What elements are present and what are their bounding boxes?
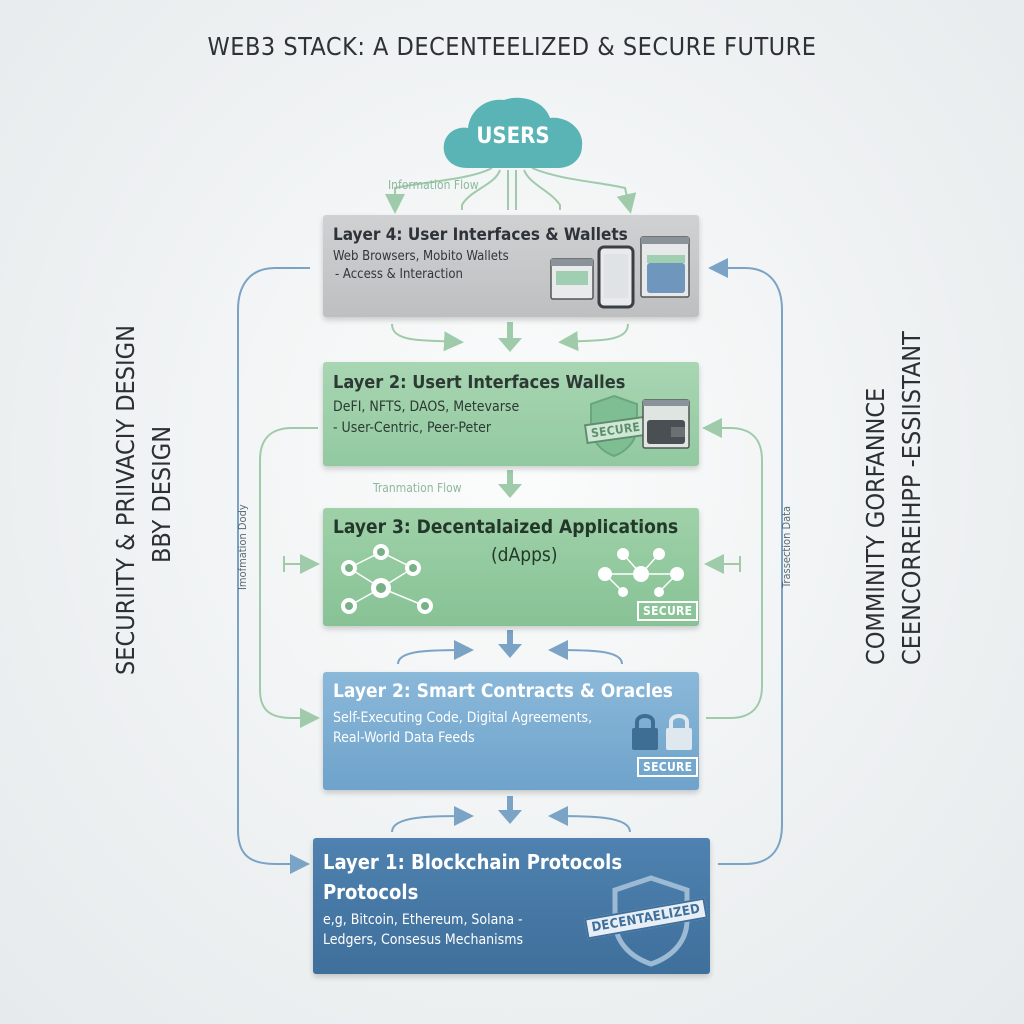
left-side-line1: SECURIITY & PRIIVACIY DESIGN <box>111 325 140 675</box>
layer-3-box: Layer 3: Decentalaized Applications (dAp… <box>323 508 699 626</box>
layer-2-interfaces-box: Layer 2: Usert Interfaces Walles DeFI, N… <box>323 362 699 466</box>
layer-2b-desc-2: Real-World Data Feeds <box>333 730 475 746</box>
browser-phone-wallet-icon <box>550 236 690 309</box>
right-side-text: COMMINITY GORFANNCE CEENCORREIHPP -ESSII… <box>858 331 930 665</box>
layer-4-title: Layer 4: User Interfaces & Wallets <box>333 225 628 245</box>
layer-2b-title: Layer 2: Smart Contracts & Oracles <box>333 680 673 702</box>
information-flow-label: Information Flow <box>388 178 479 192</box>
layer-1-box: Layer 1: Blockchain Protocols Protocols … <box>313 838 710 974</box>
dapp-network-left-icon <box>341 544 433 614</box>
layer-2a-desc-2: - User-Centric, Peer-Peter <box>333 420 492 436</box>
layer-1-desc-2: Ledgers, Consesus Mechanisms <box>323 932 524 948</box>
inner-loops <box>259 418 763 728</box>
layer-2b-secure-badge: SECURE <box>637 757 699 777</box>
diagram-title: WEB3 STACK: A DECENTEELIZED & SECURE FUT… <box>207 32 817 61</box>
layer-1-title-line1: Layer 1: Blockchain Protocols <box>323 850 623 874</box>
wallet-icon <box>642 399 690 449</box>
layer-2-smart-contracts-box: Layer 2: Smart Contracts & Oracles Self-… <box>323 672 699 790</box>
right-side-line2: CEENCORREIHPP -ESSIISTANT <box>897 331 926 665</box>
left-side-line2: BBY DESIGN <box>147 425 176 563</box>
layer-3-title-line1: Layer 3: Decentalaized Applications <box>333 516 679 538</box>
padlock-icons <box>632 714 692 750</box>
down-arrows-blue <box>498 630 522 824</box>
outer-loops <box>237 258 783 874</box>
right-side-line1: COMMINITY GORFANNCE <box>861 387 890 665</box>
left-side-text: SECURIITY & PRIIVACIY DESIGN BBY DESIGN <box>108 325 180 675</box>
users-label: USERS <box>476 124 550 149</box>
layer-3-secure-badge: SECURE <box>637 601 699 621</box>
dapp-network-right-icon <box>598 548 684 597</box>
layer-2b-desc-1: Self-Executing Code, Digital Agreements, <box>333 710 593 726</box>
right-flow-label: Trassection Data <box>780 505 793 588</box>
layer-2a-desc-1: DeFI, NFTS, DAOS, Metevarse <box>333 399 520 415</box>
layer-4-desc-2: - Access & Interaction <box>335 267 463 282</box>
cloud-fan-lines <box>385 167 637 214</box>
down-arrows-green <box>498 322 522 498</box>
layer-4-desc-1: Web Browsers, Mobito Wallets <box>333 249 509 264</box>
layer-1-desc-1: e,g, Bitcoin, Ethereum, Solana - <box>323 912 523 928</box>
layer-4-box: Layer 4: User Interfaces & Wallets Web B… <box>323 215 699 317</box>
layer-1-title-line2: Protocols <box>323 880 419 904</box>
tranmation-flow-label: Tranmation Flow <box>373 481 462 495</box>
layer-3-title-line2: (dApps) <box>491 544 558 566</box>
left-flow-label: Imofmation Dody <box>236 504 249 590</box>
users-cloud <box>443 97 583 168</box>
layer-2a-title: Layer 2: Usert Interfaces Walles <box>333 372 626 393</box>
